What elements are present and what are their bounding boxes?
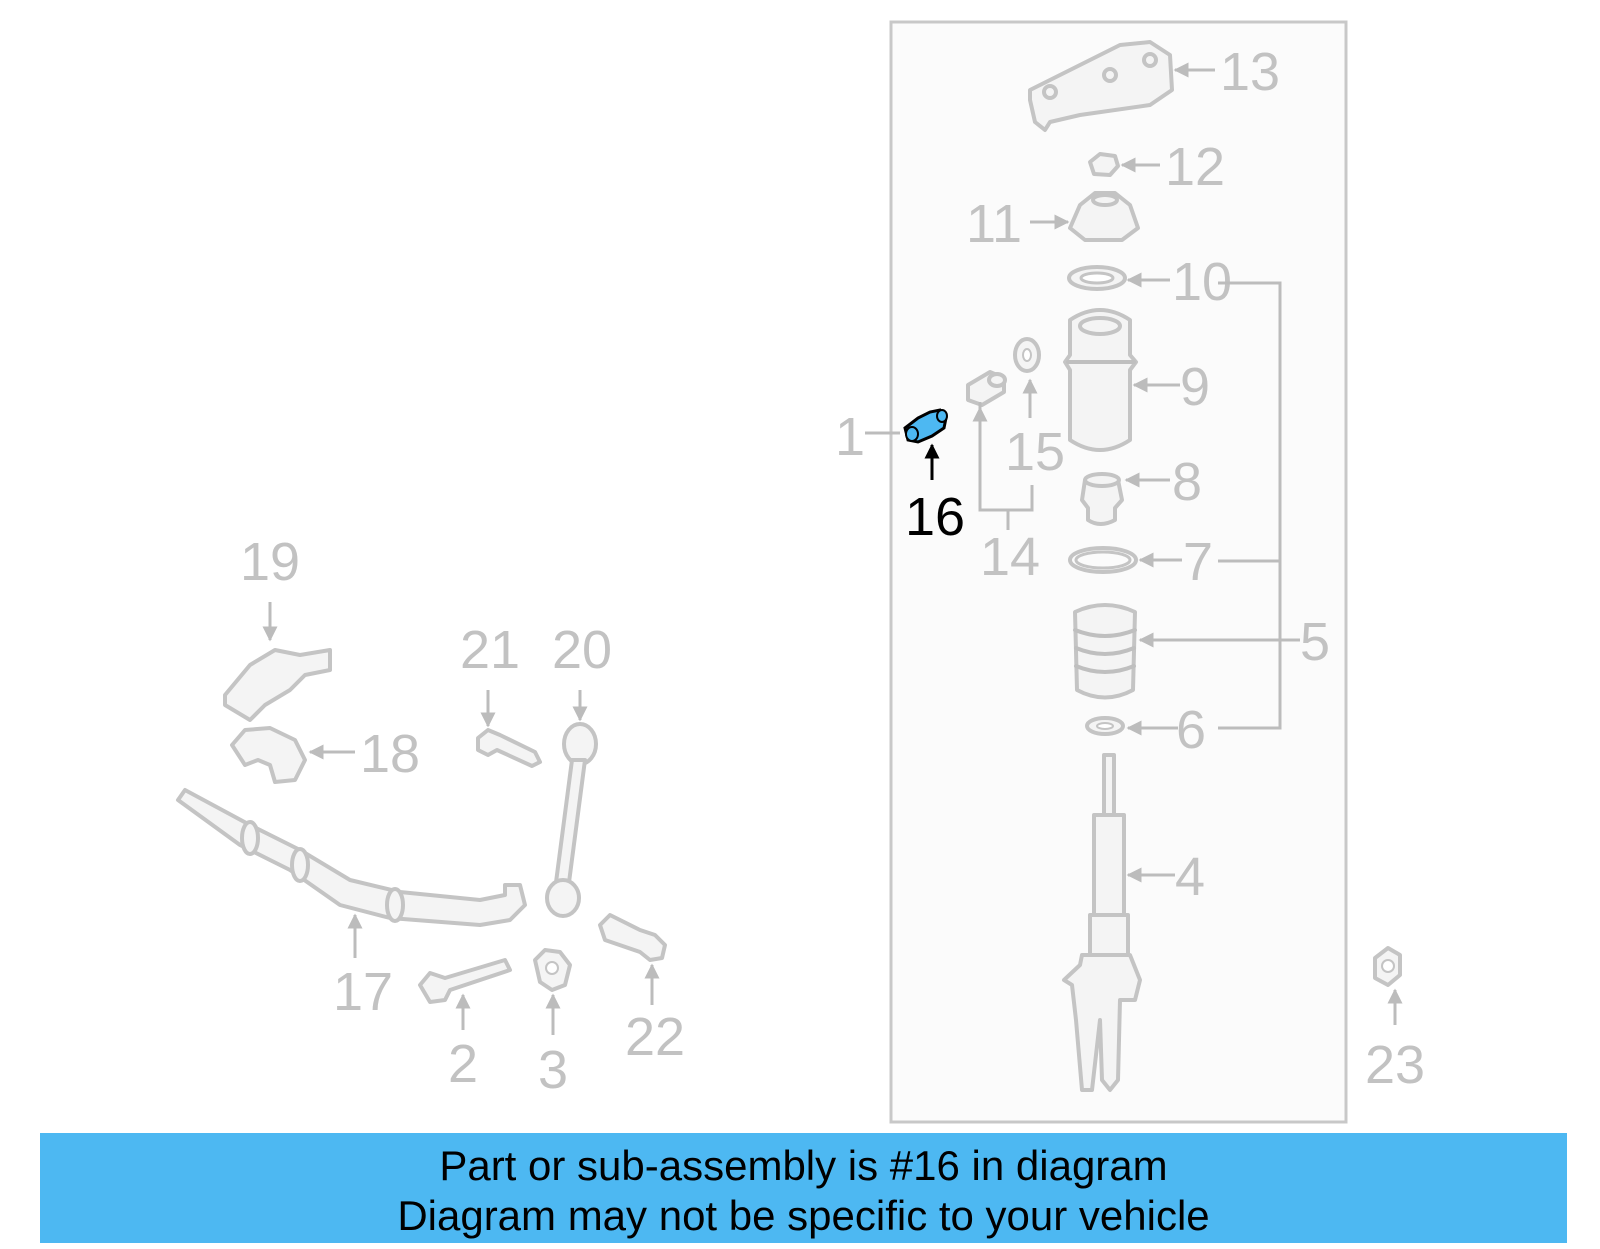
callout-15: 15 — [1005, 422, 1065, 482]
part-21-bolt — [476, 690, 542, 768]
callout-2: 2 — [448, 1034, 478, 1094]
callout-12: 12 — [1165, 137, 1225, 197]
part-18-bushing — [230, 726, 355, 784]
part-15-small-washer — [1013, 337, 1041, 418]
part-8-bump-stop — [1080, 472, 1170, 526]
callout-9: 9 — [1180, 357, 1210, 417]
callout-5: 5 — [1300, 612, 1330, 672]
callout-18: 18 — [360, 724, 420, 784]
part-7-clamp-ring — [1068, 546, 1182, 574]
part-23-nut — [1373, 946, 1403, 1025]
callout-8: 8 — [1172, 452, 1202, 512]
callout-7: 7 — [1183, 532, 1213, 592]
callout-19: 19 — [240, 532, 300, 592]
callout-4: 4 — [1175, 847, 1205, 907]
part-22-bolt — [598, 913, 667, 1005]
callout-22: 22 — [625, 1007, 685, 1067]
part-5-dust-boot — [1073, 603, 1300, 700]
info-banner: Part or sub-assembly is #16 in diagram D… — [40, 1133, 1567, 1243]
part-4-shock-absorber — [1062, 753, 1175, 1092]
part-16-valve-highlighted — [865, 408, 948, 480]
callout-11: 11 — [966, 194, 1022, 254]
part-9-air-spring — [1063, 308, 1180, 452]
part-3-nut — [533, 948, 572, 1035]
part-6-o-ring — [1085, 716, 1178, 736]
part-20-stabilizer-link — [545, 690, 598, 918]
part-12-nut — [1088, 152, 1160, 177]
callout-23: 23 — [1365, 1035, 1425, 1095]
part-11-top-mount — [1030, 191, 1140, 242]
callout-20: 20 — [552, 620, 612, 680]
part-19-stabilizer-bracket — [223, 602, 332, 722]
callout-21: 21 — [460, 620, 520, 680]
callout-13: 13 — [1220, 42, 1280, 102]
banner-line-disclaimer: Diagram may not be specific to your vehi… — [397, 1192, 1210, 1239]
part-10-washer — [1067, 265, 1170, 291]
part-13-upper-mount — [1028, 40, 1215, 132]
callout-1: 1 — [835, 407, 865, 467]
part-14-sleeve — [966, 370, 1034, 530]
callout-14: 14 — [980, 527, 1040, 587]
banner-line-part: Part or sub-assembly is #16 in diagram — [439, 1142, 1168, 1189]
part-17-stabilizer-bar — [176, 788, 527, 958]
callout-3: 3 — [538, 1040, 568, 1100]
callout-6: 6 — [1176, 700, 1206, 760]
part-2-bolt — [418, 958, 512, 1030]
assembly-bracket — [1218, 281, 1282, 730]
callout-16: 16 — [905, 487, 965, 547]
callout-17: 17 — [333, 962, 393, 1022]
